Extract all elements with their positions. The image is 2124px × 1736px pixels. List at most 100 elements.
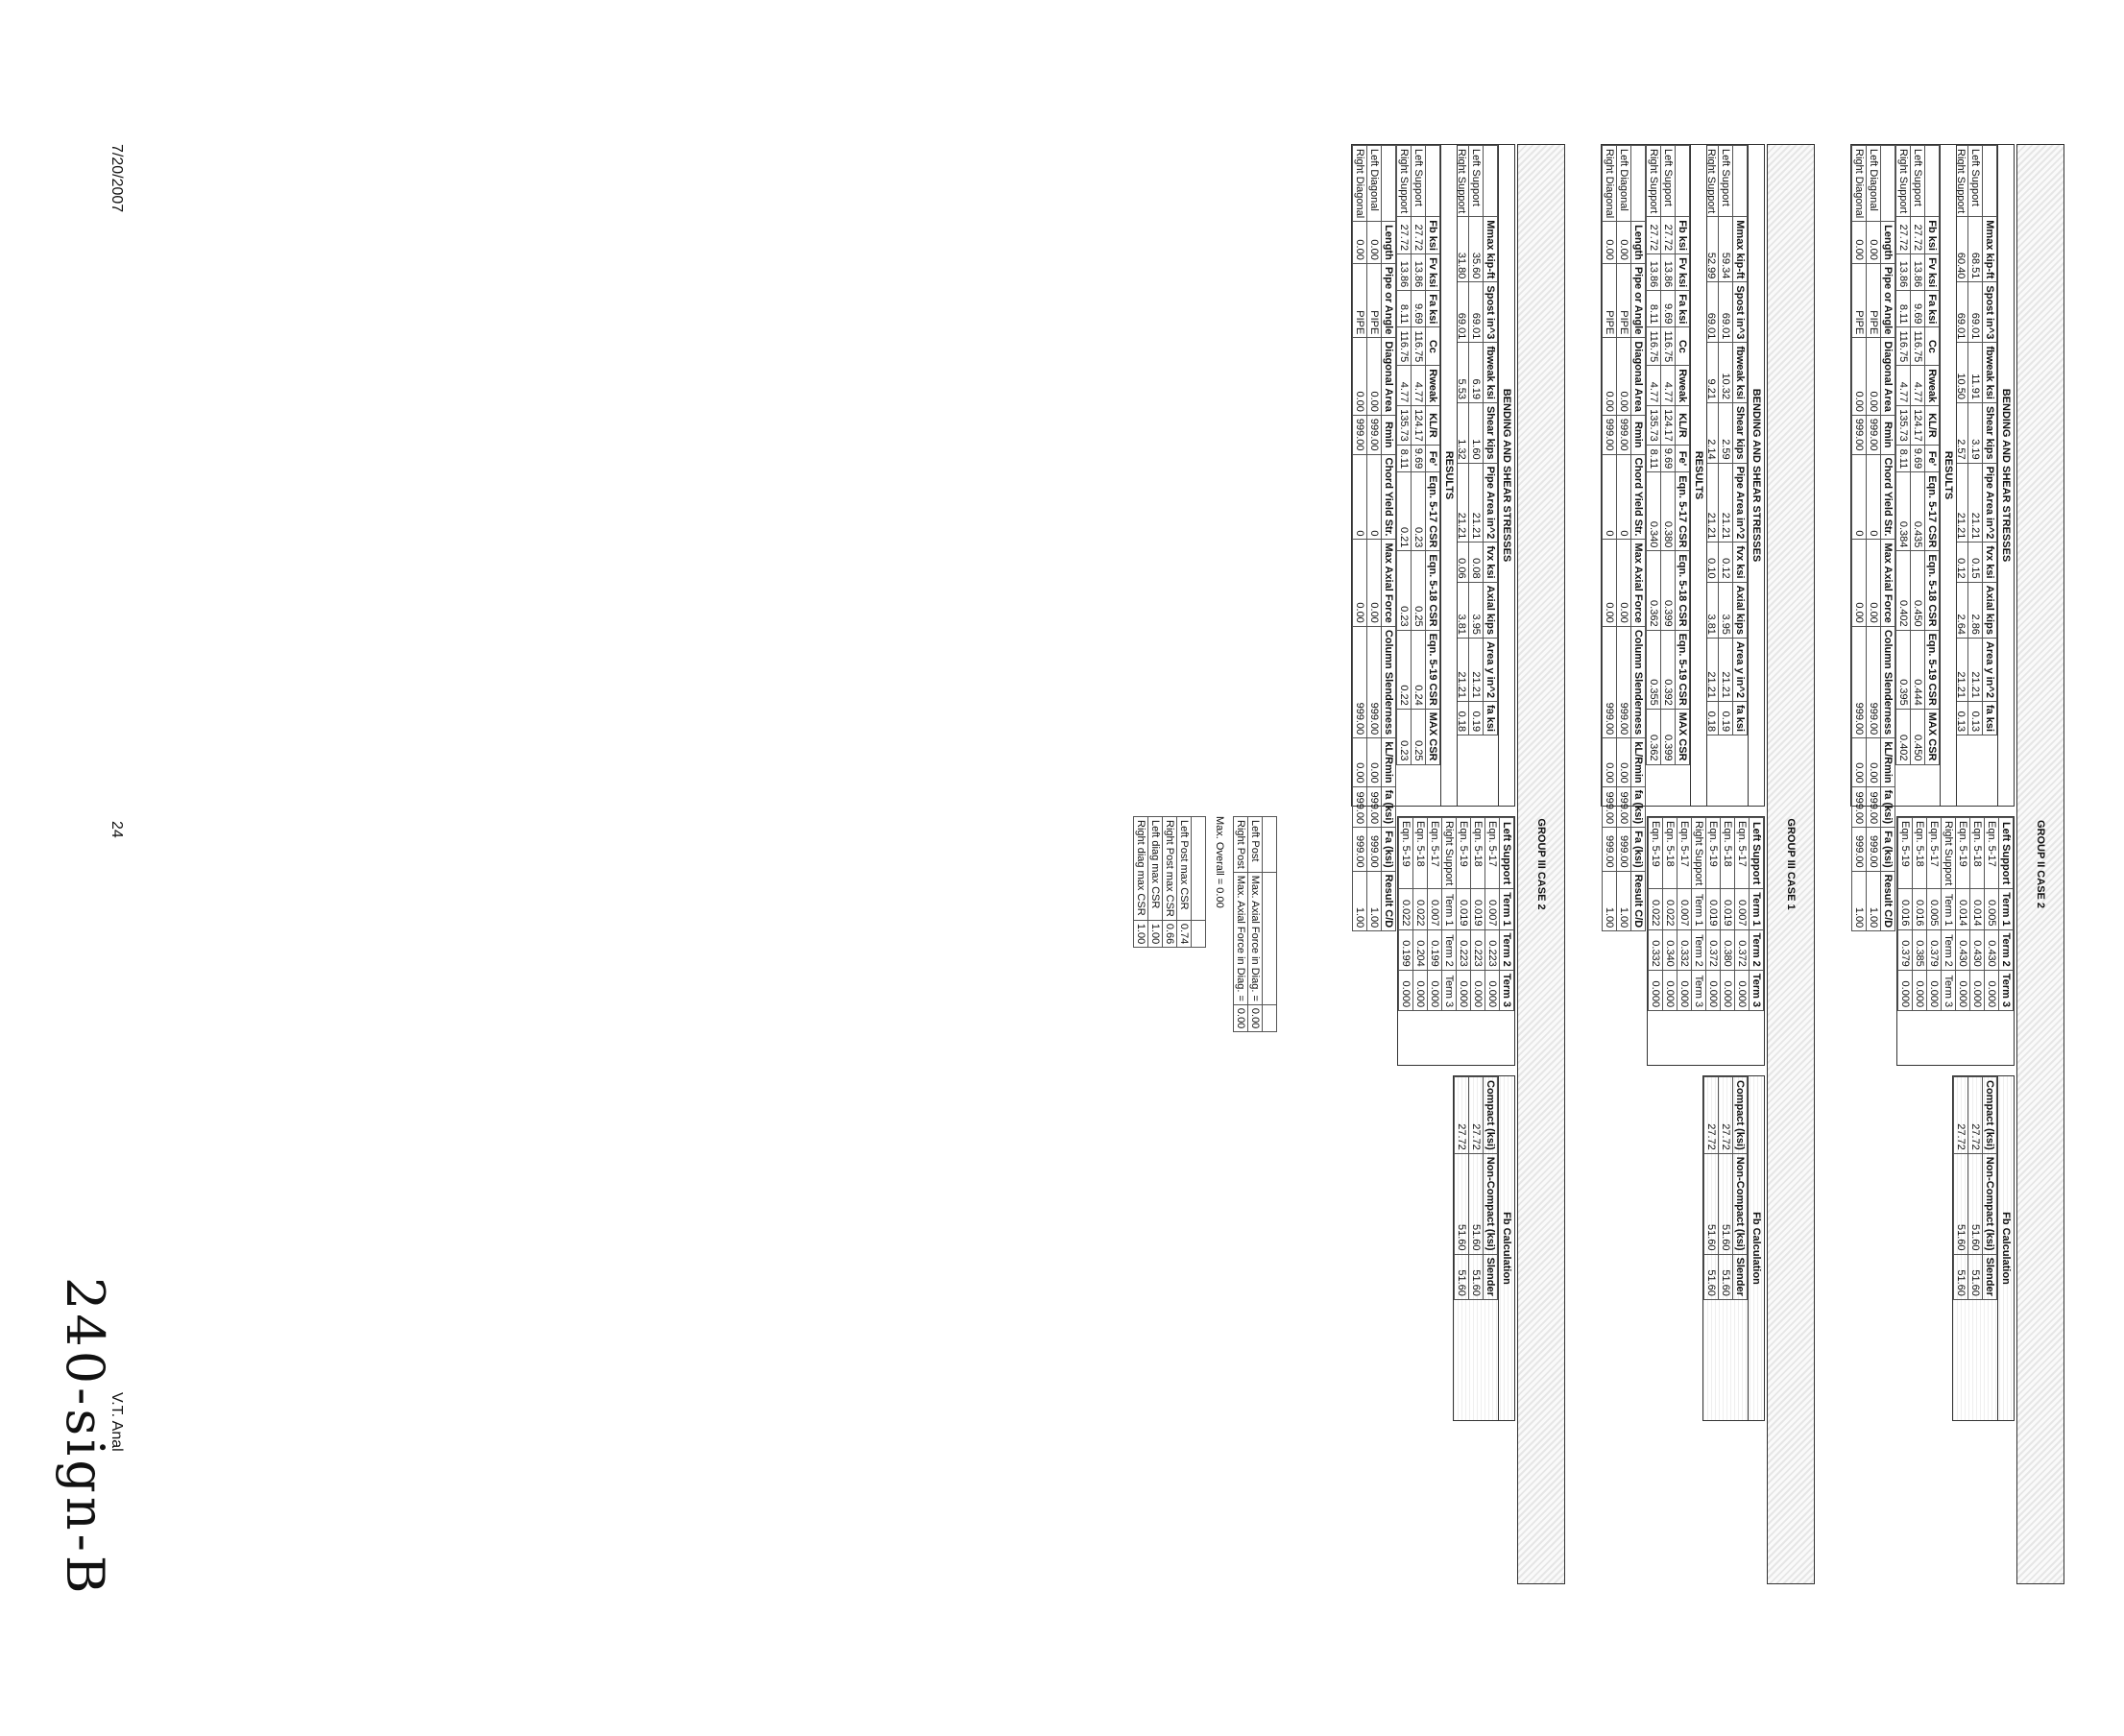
table-cell: 27.72 — [1967, 1076, 1983, 1154]
table-cell: 999.00 — [1866, 415, 1881, 455]
table-cell: 0.000 — [1677, 970, 1692, 1011]
table-cell: 999.00 — [1366, 415, 1382, 455]
row-label: Left Support — [1411, 145, 1426, 217]
column-header: Fe' — [1675, 445, 1690, 472]
table-cell: 51.60 — [1703, 1254, 1719, 1300]
column-header: Non-Compact (ksi) — [1732, 1153, 1748, 1255]
column-header: Term 3 — [1499, 970, 1514, 1011]
column-header: Eqn. 5-17 CSR — [1425, 471, 1440, 551]
row-label: Right Support — [1691, 817, 1706, 889]
table-cell: 0.340 — [1646, 471, 1661, 551]
column-header: KL/R — [1425, 405, 1440, 446]
table-cell: Term 3 — [1941, 970, 1956, 1011]
table-cell: 27.72 — [1703, 1076, 1719, 1154]
column-header: Fe' — [1924, 445, 1940, 472]
table-cell: 8.11 — [1646, 290, 1661, 327]
table-cell: PIPE — [1851, 263, 1867, 338]
table-cell: 0.00 — [1247, 1004, 1263, 1032]
table-cell: 124.17 — [1910, 405, 1925, 446]
table-cell: 0.372 — [1734, 929, 1750, 971]
column-header: Compact (ksi) — [1982, 1076, 1997, 1154]
table-cell: 0.00 — [1866, 337, 1881, 416]
row-label: Eqn. 5-18 — [1720, 817, 1735, 889]
table-cell: 0.000 — [1897, 970, 1913, 1011]
table-cell: 9.69 — [1411, 290, 1426, 327]
table-cell: 51.60 — [1454, 1254, 1469, 1300]
column-header: Cc — [1425, 326, 1440, 366]
column-header: Left Support — [1749, 817, 1764, 889]
table-cell: 21.21 — [1718, 463, 1733, 542]
table-cell: 0.000 — [1912, 970, 1927, 1011]
table-cell: 51.60 — [1718, 1153, 1733, 1255]
table-cell: 1.00 — [1616, 871, 1631, 931]
table-cell: 0.22 — [1396, 630, 1412, 710]
table-cell: 116.75 — [1646, 326, 1661, 366]
table-cell: 999.00 — [1851, 827, 1867, 872]
column-header: fvx ksi — [1982, 542, 1997, 583]
column-header: Mmax kip-ft — [1982, 216, 1997, 282]
column-header: Length — [1880, 221, 1895, 264]
table-cell: 0.000 — [1648, 970, 1663, 1011]
table-cell: 999.00 — [1616, 626, 1631, 738]
table-cell: 0.25 — [1411, 709, 1426, 764]
table-cell: 8.11 — [1895, 290, 1911, 327]
table-cell: Term 3 — [1441, 970, 1457, 1011]
column-header: Chord Yield Str. — [1880, 454, 1895, 540]
row-label: Left diag max CSR — [1147, 816, 1163, 921]
row-label: Left Support — [1718, 145, 1733, 217]
row-label: Right Diagonal — [1602, 145, 1617, 222]
column-header: Eqn. 5-18 CSR — [1425, 550, 1440, 631]
table-cell: 0.435 — [1910, 471, 1925, 551]
row-label: Right Support — [1396, 145, 1412, 217]
column-header: Mmax kip-ft — [1483, 216, 1498, 282]
table-cell: 0.340 — [1662, 929, 1677, 971]
table-cell: PIPE — [1352, 263, 1367, 338]
bending-caption: BENDING AND SHEAR STRESSES — [1748, 145, 1764, 806]
table-cell: 0.000 — [1427, 970, 1442, 1011]
column-header: Max Axial Force — [1630, 539, 1646, 627]
handwritten-signature-note: 240-sign-B — [55, 1277, 115, 1598]
table-cell: 124.17 — [1660, 405, 1676, 446]
table-cell: 21.21 — [1718, 638, 1733, 702]
table-cell: 135.73 — [1646, 405, 1661, 446]
column-header: Shear kips — [1483, 402, 1498, 464]
column-header: Term 2 — [1749, 929, 1764, 971]
column-header: Compact (ksi) — [1483, 1076, 1498, 1154]
table-cell: Term 2 — [1441, 929, 1457, 971]
column-header: fvx ksi — [1483, 542, 1498, 583]
column-header: Eqn. 5-18 CSR — [1924, 550, 1940, 631]
table-cell: 0.450 — [1910, 550, 1925, 631]
row-label: Eqn. 5-17 — [1984, 817, 1999, 889]
table-cell: 0.362 — [1646, 550, 1661, 631]
table-cell: Term 2 — [1941, 929, 1956, 971]
bending-caption: BENDING AND SHEAR STRESSES — [1498, 145, 1514, 806]
row-label: Eqn. 5-18 — [1662, 817, 1677, 889]
table-cell: 9.69 — [1411, 445, 1426, 472]
table-cell: 999.00 — [1851, 626, 1867, 738]
table-cell: 999.00 — [1866, 626, 1881, 738]
table-cell: 13.86 — [1411, 253, 1426, 291]
table-cell: 51.60 — [1953, 1153, 1968, 1255]
column-header: Slender — [1982, 1254, 1997, 1300]
table-cell: 35.60 — [1468, 216, 1484, 282]
column-header — [1924, 145, 1940, 217]
table-cell: 0.13 — [1967, 701, 1983, 735]
table-cell: 0.000 — [1412, 970, 1428, 1011]
column-header — [1483, 145, 1498, 217]
column-header: Slender — [1732, 1254, 1748, 1300]
column-header: kL/Rmin — [1630, 737, 1646, 787]
table-cell: 2.59 — [1718, 402, 1733, 464]
row-label: Eqn. 5-19 — [1398, 817, 1413, 889]
